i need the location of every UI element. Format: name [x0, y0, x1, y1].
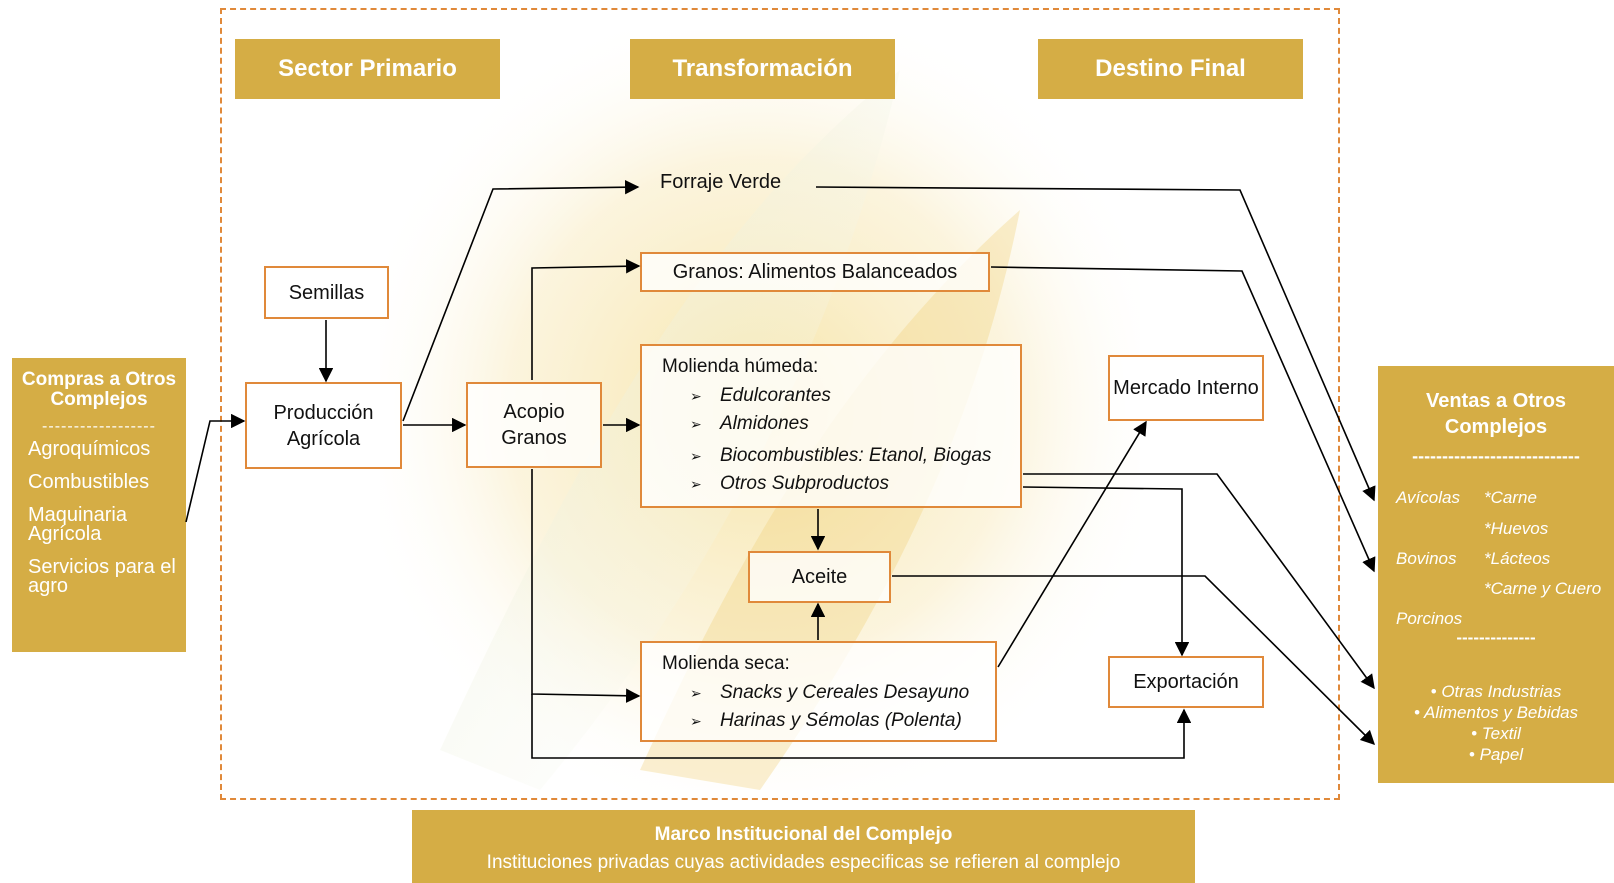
product-carne-cuero: *Carne y Cuero	[1484, 579, 1602, 598]
stage-sector-primario: Sector Primario	[235, 39, 500, 99]
marco-institucional-panel: Marco Institucional del Complejo Institu…	[412, 810, 1195, 883]
marco-subtitle: Instituciones privadas cuyas actividades…	[486, 852, 1121, 873]
product-huevos: *Huevos	[1484, 519, 1549, 538]
node-forraje-verde: Forraje Verde	[660, 171, 782, 193]
node-exportacion: Exportación	[1108, 656, 1264, 708]
arrow-molienda-humeda-ventas	[1023, 473, 1375, 690]
node-molienda-seca: Molienda seca: Snacks y Cereales Desayun…	[640, 641, 997, 742]
molienda-humeda-item: Almidones	[690, 410, 1020, 438]
compras-divider: ------------------	[42, 418, 156, 435]
ventas-divider: ----------------------------	[1412, 446, 1580, 466]
molienda-humeda-item: Otros Subproductos	[690, 470, 1020, 498]
label-porcinos: Porcinos	[1396, 609, 1463, 628]
node-acopio-granos: Acopio Granos	[466, 382, 602, 468]
arrow-produccion-forraje	[402, 179, 640, 422]
molienda-humeda-item: Biocombustibles: Etanol, Biogas	[690, 442, 1020, 470]
label-avicolas: Avícolas	[1396, 488, 1460, 507]
ventas-panel: Ventas a Otros Complejos ---------------…	[1378, 366, 1614, 783]
arrow-acopio-exportacion	[531, 694, 1192, 759]
molienda-humeda-title: Molienda húmeda:	[662, 356, 819, 377]
arrow-acopio-granos	[531, 259, 641, 380]
node-granos-balanceados: Granos: Alimentos Balanceados	[640, 252, 990, 292]
node-aceite: Aceite	[748, 551, 891, 603]
node-semillas: Semillas	[264, 266, 389, 319]
compras-item: Maquinaria Agrícola	[28, 504, 127, 545]
label-bovinos: Bovinos	[1396, 549, 1457, 568]
ventas-divider-2: --------------	[1456, 628, 1536, 647]
arrow-acopio-molienda-seca	[531, 469, 641, 703]
industry-item: • Otras Industrias	[1430, 682, 1562, 701]
product-carne: *Carne	[1484, 488, 1537, 507]
industries-list: • Otras Industrias • Alimentos y Bebidas…	[1378, 681, 1614, 765]
arrow-aceite-ventas	[892, 575, 1376, 746]
product-lacteos: *Lácteos	[1484, 549, 1551, 568]
compras-panel: Compras a Otros Complejos --------------…	[12, 358, 186, 652]
molienda-seca-title: Molienda seca:	[662, 653, 790, 674]
ventas-title: Ventas a Otros Complejos	[1425, 390, 1567, 438]
industry-item: • Papel	[1468, 745, 1524, 764]
molienda-humeda-item: Edulcorantes	[690, 382, 1020, 410]
industry-item: • Alimentos y Bebidas	[1413, 703, 1579, 722]
stage-transformacion: Transformación	[630, 39, 895, 99]
arrow-molienda-seca-mercado	[997, 420, 1147, 668]
stage-destino-final: Destino Final	[1038, 39, 1303, 99]
molienda-seca-item: Harinas y Sémolas (Polenta)	[690, 707, 995, 735]
arrow-compras-produccion	[185, 413, 246, 523]
marco-title: Marco Institucional del Complejo	[654, 824, 953, 845]
industry-item: • Textil	[1471, 724, 1521, 743]
arrow-molienda-humeda-exportacion	[1022, 486, 1190, 657]
compras-item: Agroquímicos	[28, 438, 151, 460]
node-produccion-agricola: Producción Agrícola	[245, 382, 402, 469]
molienda-seca-item: Snacks y Cereales Desayuno	[690, 679, 995, 707]
compras-title: Compras a Otros Complejos	[21, 369, 177, 410]
arrow-granos-ventas	[990, 266, 1376, 573]
arrow-forraje-ventas	[815, 186, 1376, 502]
node-mercado-interno: Mercado Interno	[1108, 355, 1264, 421]
node-molienda-humeda: Molienda húmeda: Edulcorantes Almidones …	[640, 344, 1022, 508]
compras-item: Combustibles	[28, 471, 150, 493]
compras-item: Servicios para el agro	[28, 556, 176, 597]
complex-boundary-frame	[220, 8, 1340, 800]
